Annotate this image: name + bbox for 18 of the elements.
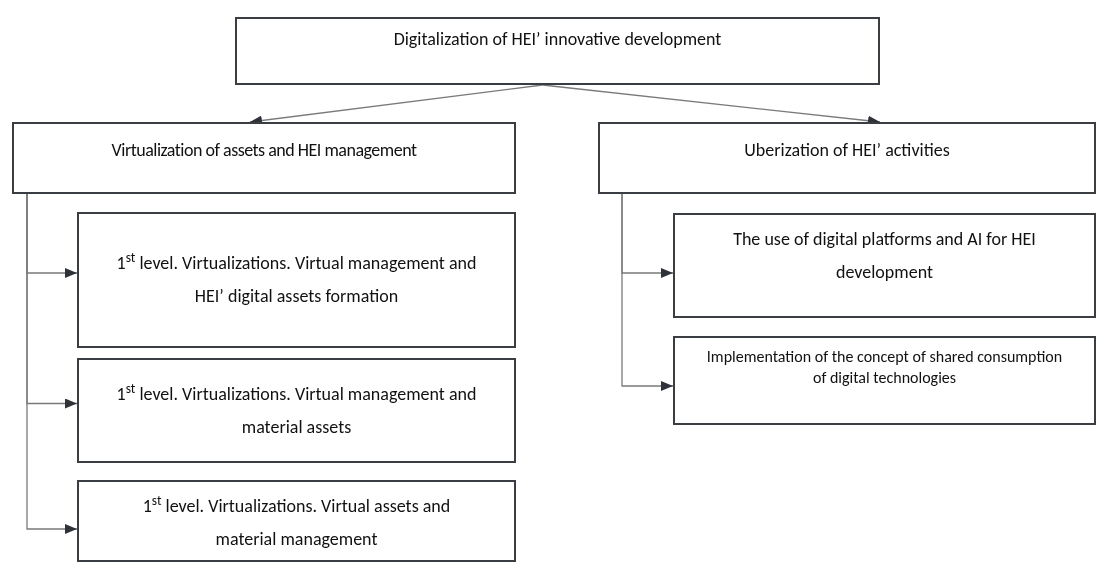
arrow <box>26 193 78 534</box>
category-box <box>598 122 1096 194</box>
box-text: 1$^{st}$ level. Virtualizations. Virtual assets and material management <box>141 491 452 552</box>
level-box <box>77 480 516 562</box>
box-text: 1$^{st}$ level. Virtualizations. Virtual management and HEI’ digital assets formation <box>115 248 478 309</box>
direction-box <box>673 213 1096 318</box>
category-box <box>12 122 516 194</box>
arrow <box>621 193 674 391</box>
level-box <box>77 212 516 348</box>
box-text: The use of digital platforms and AI for HEI development <box>732 227 1037 285</box>
level-box <box>77 358 516 463</box>
direction-box <box>673 336 1096 425</box>
box-text: Digitalization of HEI’ innovative development <box>393 26 722 52</box>
box-text: Implementation of the concept of shared consumption of digital technologies <box>705 346 1064 388</box>
box-text: 1$^{st}$ level. Virtualizations. Virtual management and material assets <box>115 378 478 440</box>
title-box <box>235 17 880 85</box>
box-text: Virtualization of assets and HEI management <box>111 137 417 163</box>
box-text: Uberization of HEI’ activities <box>744 137 950 163</box>
